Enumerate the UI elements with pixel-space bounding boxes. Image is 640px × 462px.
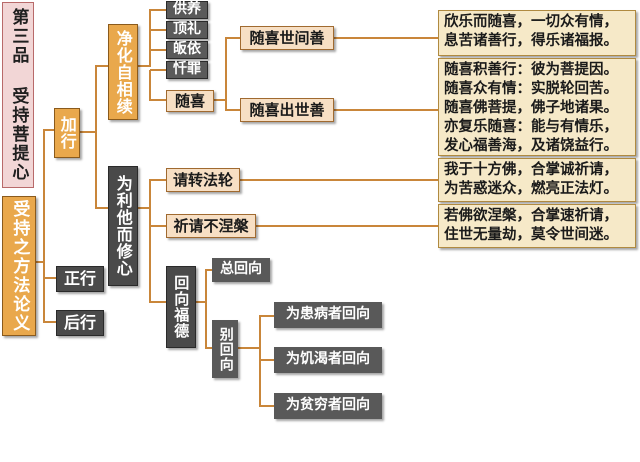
verse-chushi: 随喜积善行：彼为菩提因。 随喜众有情：实脱轮回苦。 随喜佛菩提，佛子地诸果。 亦…: [438, 58, 636, 156]
huixiang-node: 回向福德: [166, 266, 196, 348]
verse-qiqing: 若佛欲涅槃，合掌速祈请， 住世无量劫，莫令世间迷。: [438, 204, 636, 248]
chanzui-node: 忏罪: [166, 61, 208, 79]
guiyi-node: 皈依: [166, 41, 208, 59]
verse-shijian: 欣乐而随喜，一切众有情， 息苦诸善行，得乐诸福报。: [438, 10, 636, 56]
zhengxing-node: 正行: [56, 266, 104, 292]
qiqing-node: 祈请不涅槃: [166, 214, 256, 238]
jiaxing-node: 加行: [54, 108, 80, 158]
suixi-node: 随喜: [166, 90, 214, 112]
jinghua-node: 净化自相续: [108, 24, 138, 120]
pinqiong-node: 为贫穷者回向: [274, 393, 382, 419]
qingzhuan-node: 请转法轮: [166, 168, 240, 192]
suixi-shijian-node: 随喜世间善: [240, 26, 334, 50]
method-node: 受持之方法论义: [2, 196, 36, 336]
dingli-node: 顶礼: [166, 21, 208, 39]
suixi-chushi-node: 随喜出世善: [240, 98, 334, 122]
chapter-title: 第三品 受持菩提心: [2, 2, 34, 188]
verse-qingzhuan: 我于十方佛，合掌诚祈请， 为苦惑迷众，燃亮正法灯。: [438, 158, 636, 202]
huanbing-node: 为患病者回向: [274, 302, 382, 328]
weili-node: 为利他而修心: [108, 166, 138, 286]
zong-huixiang-node: 总回向: [212, 258, 270, 282]
bie-huixiang-node: 别回向: [212, 320, 238, 378]
houxing-node: 后行: [56, 310, 104, 336]
gongyang-node: 供养: [166, 1, 208, 19]
jike-node: 为饥渴者回向: [274, 347, 382, 373]
